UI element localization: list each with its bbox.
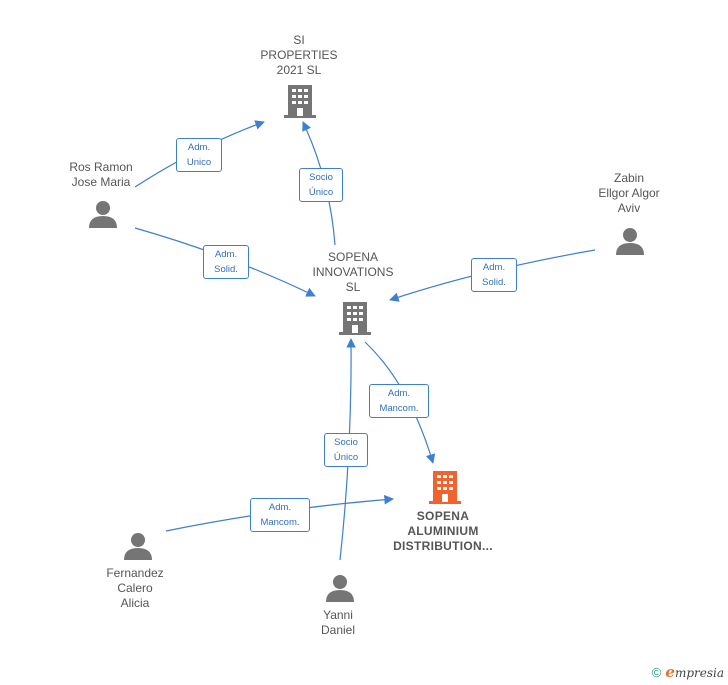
sopena-aluminium-label[interactable]: SOPENA ALUMINIUM DISTRIBUTION... — [393, 509, 493, 553]
person-icon[interactable] — [326, 574, 354, 602]
empresia-logo[interactable]: empresia — [665, 663, 724, 681]
person-icon[interactable] — [124, 532, 152, 560]
edge-label-socio-unico-yanni: Socio Único — [324, 433, 368, 467]
edge-label-adm-solid-zabin: Adm. Solid. — [471, 258, 517, 292]
copyright-icon: © — [651, 664, 662, 680]
edge-label-socio-unico-si: Socio Único — [299, 168, 343, 202]
footer-watermark: © empresia — [652, 663, 724, 681]
edge-label-adm-mancom-innov: Adm. Mancom. — [369, 384, 429, 418]
edge-label-adm-solid-ros: Adm. Solid. — [203, 245, 249, 279]
edge-label-adm-unico: Adm. Unico — [176, 138, 222, 172]
zabin-label[interactable]: Zabin Ellgor Algor Aviv — [598, 171, 660, 215]
building-icon[interactable] — [284, 84, 316, 118]
fernandez-label[interactable]: Fernandez Calero Alicia — [106, 566, 164, 610]
sopena-innovations-label[interactable]: SOPENA INNOVATIONS SL — [312, 250, 394, 294]
person-icon[interactable] — [616, 227, 644, 255]
building-icon[interactable] — [339, 301, 371, 335]
person-icon[interactable] — [89, 200, 117, 228]
ros-ramon-label[interactable]: Ros Ramon Jose Maria — [69, 160, 133, 189]
yanni-label[interactable]: Yanni Daniel — [320, 608, 356, 637]
edge-label-adm-mancom-fernandez: Adm. Mancom. — [250, 498, 310, 532]
building-icon-highlighted[interactable] — [429, 470, 461, 504]
si-properties-label[interactable]: SI PROPERTIES 2021 SL — [260, 33, 338, 77]
